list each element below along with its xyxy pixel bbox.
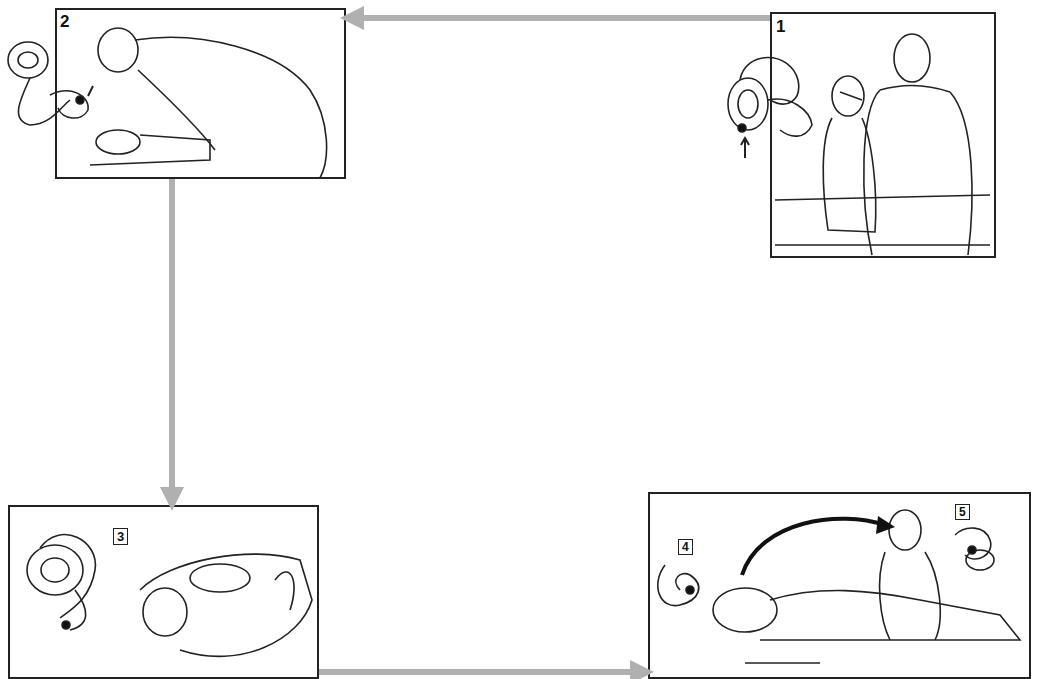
step-panel: 1 xyxy=(770,12,996,258)
step-number: 4 xyxy=(678,539,693,555)
step-number: 1 xyxy=(776,18,785,35)
patient-figure xyxy=(90,130,210,165)
sequence-arrow xyxy=(319,669,648,675)
labyrinth-icon xyxy=(27,535,95,630)
patient-figure xyxy=(823,76,876,232)
labyrinth-icon xyxy=(8,42,93,125)
motion-arrowhead xyxy=(876,516,895,534)
step-number: 3 xyxy=(113,528,128,545)
step-number: 5 xyxy=(955,504,970,520)
clinician-figure xyxy=(840,34,972,255)
patient-figure xyxy=(140,554,312,656)
sequence-arrow xyxy=(346,15,770,21)
motion-arrow xyxy=(742,519,885,575)
step-panel: 2 xyxy=(55,8,346,179)
patient-figure xyxy=(713,510,1020,640)
labyrinth-icon xyxy=(658,528,994,606)
sequence-arrow xyxy=(169,179,175,505)
couch-line xyxy=(775,195,990,245)
floor-line xyxy=(745,662,820,664)
step-number: 2 xyxy=(60,13,69,30)
clinician-figure xyxy=(98,28,327,178)
step-panel: 45 xyxy=(648,492,1031,679)
step-panel: 3 xyxy=(8,505,319,679)
